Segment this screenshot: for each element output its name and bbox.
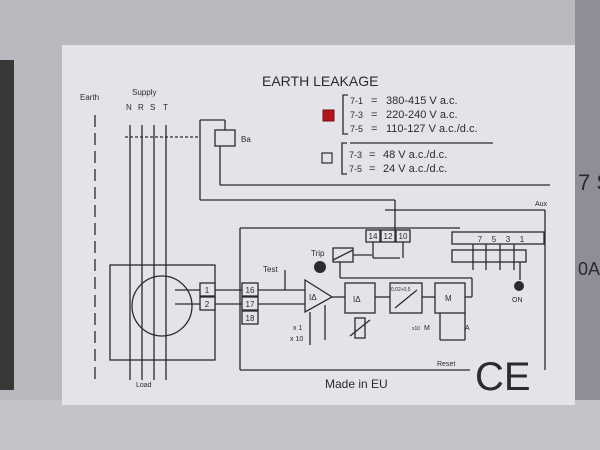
svg-text:17: 17 <box>246 300 255 309</box>
svg-text:=: = <box>371 95 377 107</box>
manual-label: M <box>424 325 430 332</box>
left-dark-edge <box>0 60 14 390</box>
device-lower-body <box>0 400 600 450</box>
background-text: 7 S <box>578 170 600 195</box>
svg-text:=: = <box>369 163 375 175</box>
terminal-numbers: 14 12 10 7 5 3 1 1 2 16 17 18 <box>205 232 525 323</box>
svg-text:18: 18 <box>246 314 255 323</box>
svg-text:3: 3 <box>506 235 511 244</box>
low-voltage-checkbox[interactable] <box>321 152 333 164</box>
svg-text:=: = <box>369 149 375 161</box>
svg-text:7-1: 7-1 <box>350 96 363 106</box>
svg-text:380-415 V a.c.: 380-415 V a.c. <box>386 95 458 107</box>
load-label: Load <box>136 382 152 389</box>
voltage-group-1: 7-1 = 380-415 V a.c. 7-3 = 220-240 V a.c… <box>350 95 478 135</box>
label-title: EARTH LEAKAGE <box>262 73 378 89</box>
svg-text:=: = <box>371 123 377 135</box>
svg-text:10: 10 <box>399 232 408 241</box>
supply-label: Supply <box>132 88 156 97</box>
svg-text:48 V a.c./d.c.: 48 V a.c./d.c. <box>383 149 447 161</box>
phase-label: R <box>138 103 144 112</box>
background-text: 0A <box>578 259 600 279</box>
label-sticker <box>62 45 575 405</box>
memory-block-label: M <box>445 294 452 303</box>
on-lamp-icon <box>514 281 524 291</box>
test-label: Test <box>263 265 278 274</box>
voltage-group-2: 7-3 = 48 V a.c./d.c. 7-5 = 24 V a.c./d.c… <box>349 149 447 175</box>
svg-text:12: 12 <box>384 232 393 241</box>
svg-text:5: 5 <box>492 235 497 244</box>
x10-label: x 10 <box>290 336 303 343</box>
trip-lamp-icon <box>314 261 326 273</box>
svg-text:14: 14 <box>369 232 378 241</box>
svg-text:7-3: 7-3 <box>349 150 362 160</box>
earth-label: Earth <box>80 93 99 102</box>
svg-text:24 V a.c./d.c.: 24 V a.c./d.c. <box>383 163 447 175</box>
svg-text:7-3: 7-3 <box>350 110 363 120</box>
reset-label: Reset <box>437 361 455 368</box>
ce-mark: CE <box>475 355 531 399</box>
svg-text:220-240 V a.c.: 220-240 V a.c. <box>386 109 458 121</box>
wiring-diagram <box>94 94 550 385</box>
right-background <box>575 0 600 450</box>
aux-label: Aux <box>535 201 548 208</box>
on-label: ON <box>512 297 523 304</box>
trip-label: Trip <box>311 249 325 258</box>
selected-voltage-checkbox[interactable] <box>322 109 335 122</box>
threshold-label: IΔ <box>353 295 361 304</box>
delay-range-label: 0,02÷0,5 <box>391 287 411 293</box>
amplifier-label: IΔ <box>309 293 317 302</box>
auto-label: A <box>465 325 470 332</box>
svg-text:7-5: 7-5 <box>350 124 363 134</box>
svg-text:1: 1 <box>520 235 525 244</box>
svg-text:7-5: 7-5 <box>349 164 362 174</box>
x1-label: x 1 <box>293 325 302 332</box>
svg-text:110-127 V a.c./d.c.: 110-127 V a.c./d.c. <box>386 123 478 135</box>
svg-text:2: 2 <box>205 300 210 309</box>
svg-text:7: 7 <box>478 235 483 244</box>
svg-text:16: 16 <box>246 286 255 295</box>
phase-label: S <box>150 103 155 112</box>
svg-text:1: 1 <box>205 286 210 295</box>
phase-label: N <box>126 103 132 112</box>
svg-text:=: = <box>371 109 377 121</box>
made-in-label: Made in EU <box>325 377 388 391</box>
phase-label: T <box>163 103 168 112</box>
x10-delay-label: x10 <box>412 326 420 332</box>
relay-label: Ba <box>241 135 251 144</box>
